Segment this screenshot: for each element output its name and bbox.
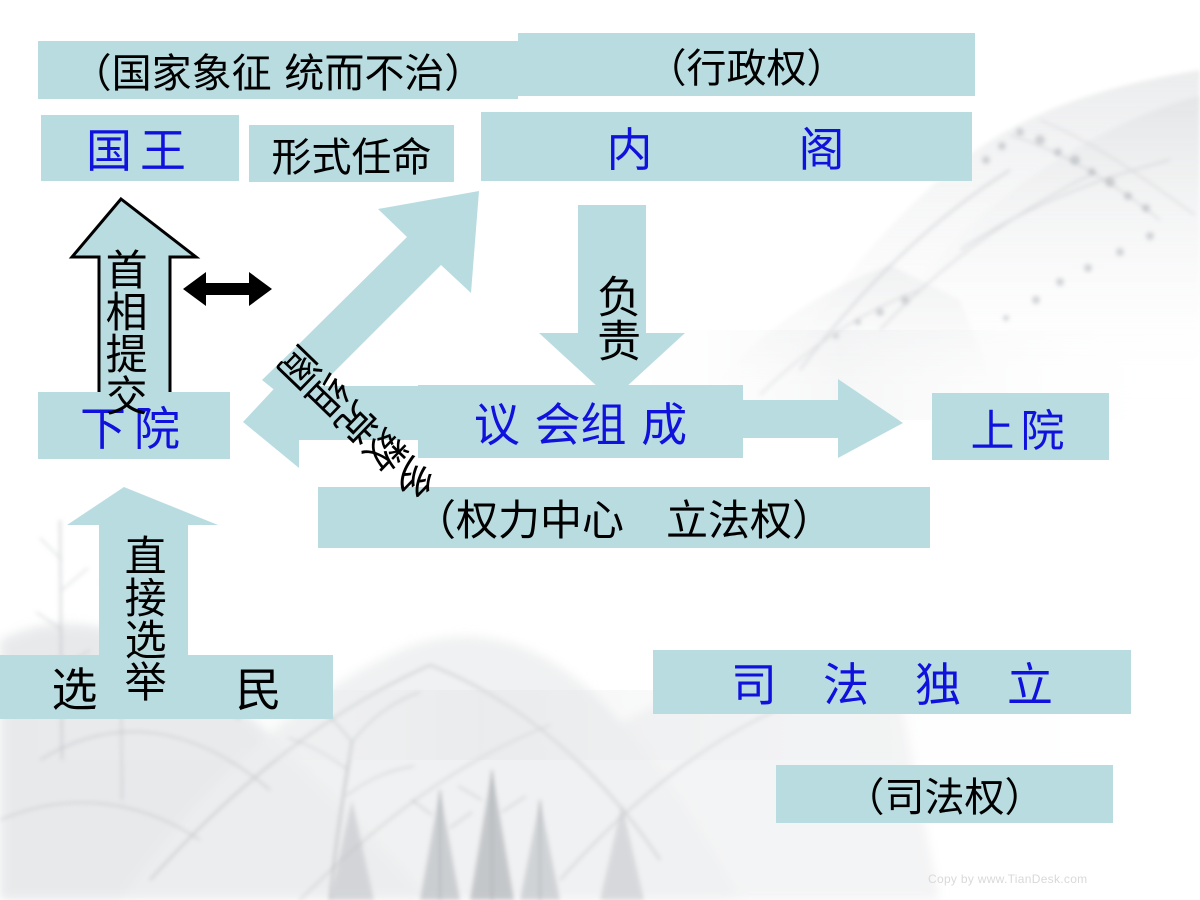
king-box: 国王 [41,115,239,181]
pm-submits-label: 首相提交 [94,208,152,423]
executive-power-note-text: （行政权） [646,45,847,92]
judicial-independence-box: 司 法 独 立 [653,650,1131,714]
legislative-note-text: （权力中心 立法权） [413,496,834,545]
cabinet-box: 内 阁 [481,112,972,181]
responsible-to-text: 负责 [589,274,641,363]
state-symbol-note-text: （国家象征 统而不治） [71,51,485,97]
formal-appointment-label: 形式任命 [271,134,432,181]
house-of-lords-label: 上院 [970,405,1071,457]
king-commons-double-arrow [183,272,272,306]
judicial-power-note-box: （司法权） [776,765,1113,823]
parliament-label: 议 会组 成 [473,397,688,452]
pm-submits-text: 首相提交 [99,248,149,417]
formal-appointment-box: 形式任命 [249,125,454,182]
state-symbol-note-box: （国家象征 统而不治） [38,41,518,99]
watermark-text: Copy by www.TianDesk.com [928,872,1088,886]
direct-election-text: 直接选举 [118,534,168,703]
house-of-lords-box: 上院 [932,393,1109,460]
executive-power-note-box: （行政权） [518,33,975,96]
direct-election-label: 直接选举 [113,494,171,709]
responsible-to-label: 负责 [588,232,640,369]
king-label: 国王 [86,124,194,178]
cabinet-label: 内 阁 [606,122,847,177]
parliament-to-lords-arrow [740,379,903,458]
parliament-box: 议 会组 成 [418,385,743,458]
judicial-independence-label: 司 法 独 立 [731,658,1053,712]
judicial-power-note-text: （司法权） [844,775,1045,821]
